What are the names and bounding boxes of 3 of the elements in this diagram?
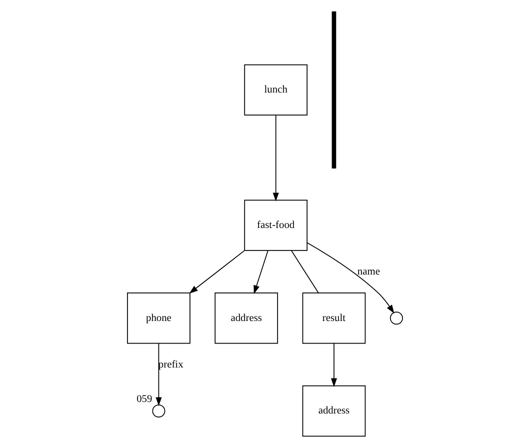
node-label: 059 bbox=[136, 394, 152, 405]
edge-label: prefix bbox=[158, 359, 184, 370]
edge-label: name bbox=[357, 266, 380, 278]
